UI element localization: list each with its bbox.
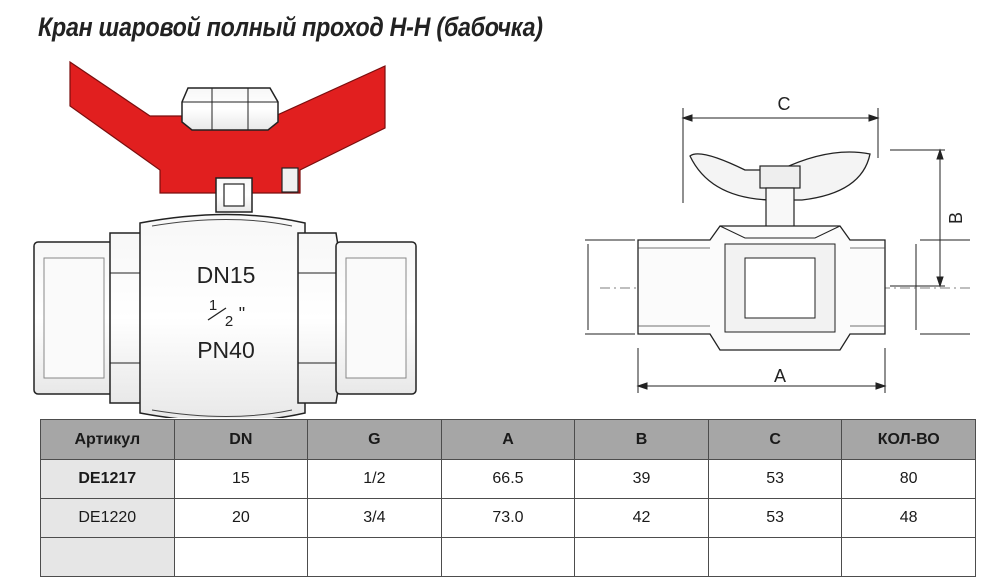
valve-body (139, 213, 306, 418)
table-cell: 20 (173, 498, 309, 538)
dimension-a-label: A (774, 366, 786, 386)
column-header: DN (173, 419, 309, 460)
dimension-b-label: B (946, 212, 966, 224)
table-cell: 66.5 (440, 459, 576, 499)
table-cell: 1/2 (307, 459, 442, 499)
size-numerator: 1 (209, 297, 217, 314)
dimension-c-label: C (778, 94, 791, 114)
column-header: B (574, 419, 709, 460)
table-cell: 53 (707, 459, 843, 499)
table-cell: 42 (574, 498, 709, 538)
table-cell: 39 (574, 459, 709, 499)
page-title: Кран шаровой полный проход Н-Н (бабочка) (38, 12, 543, 42)
size-denominator: 2 (225, 313, 233, 330)
column-header: A (440, 419, 576, 460)
table-cell (307, 537, 442, 577)
table-row: DE1217 15 1/2 66.5 39 53 80 (40, 459, 976, 499)
spec-table: Артикул DN G A B C КОЛ-ВО DE1217 15 1/2 … (40, 419, 976, 577)
column-header: КОЛ-ВО (841, 419, 976, 460)
table-cell-article: DE1220 (40, 498, 175, 538)
pn-marking: PN40 (197, 337, 255, 363)
column-header: C (707, 419, 843, 460)
table-cell-article (40, 537, 175, 577)
valve-illustration: DN15 1 2 " PN40 (33, 60, 417, 418)
handle-nut (181, 87, 279, 131)
column-header: G (307, 419, 442, 460)
table-cell-article: DE1217 (40, 459, 175, 499)
table-cell: 3/4 (307, 498, 442, 538)
table-cell: 53 (707, 498, 843, 538)
table-header-row: Артикул DN G A B C КОЛ-ВО (40, 419, 976, 460)
dn-marking: DN15 (197, 262, 256, 288)
table-cell: 73.0 (440, 498, 576, 538)
table-cell (574, 537, 709, 577)
table-row: DE1220 20 3/4 73.0 42 53 48 (40, 498, 976, 538)
table-cell (440, 537, 576, 577)
column-header: Артикул (40, 419, 175, 460)
table-row (40, 537, 976, 577)
size-unit: " (239, 304, 245, 324)
table-cell: 48 (841, 498, 976, 538)
table-cell: 15 (173, 459, 309, 499)
table-cell (707, 537, 843, 577)
table-cell: 80 (841, 459, 976, 499)
table-cell (173, 537, 309, 577)
technical-drawing: C B A (585, 94, 970, 393)
table-cell (841, 537, 976, 577)
